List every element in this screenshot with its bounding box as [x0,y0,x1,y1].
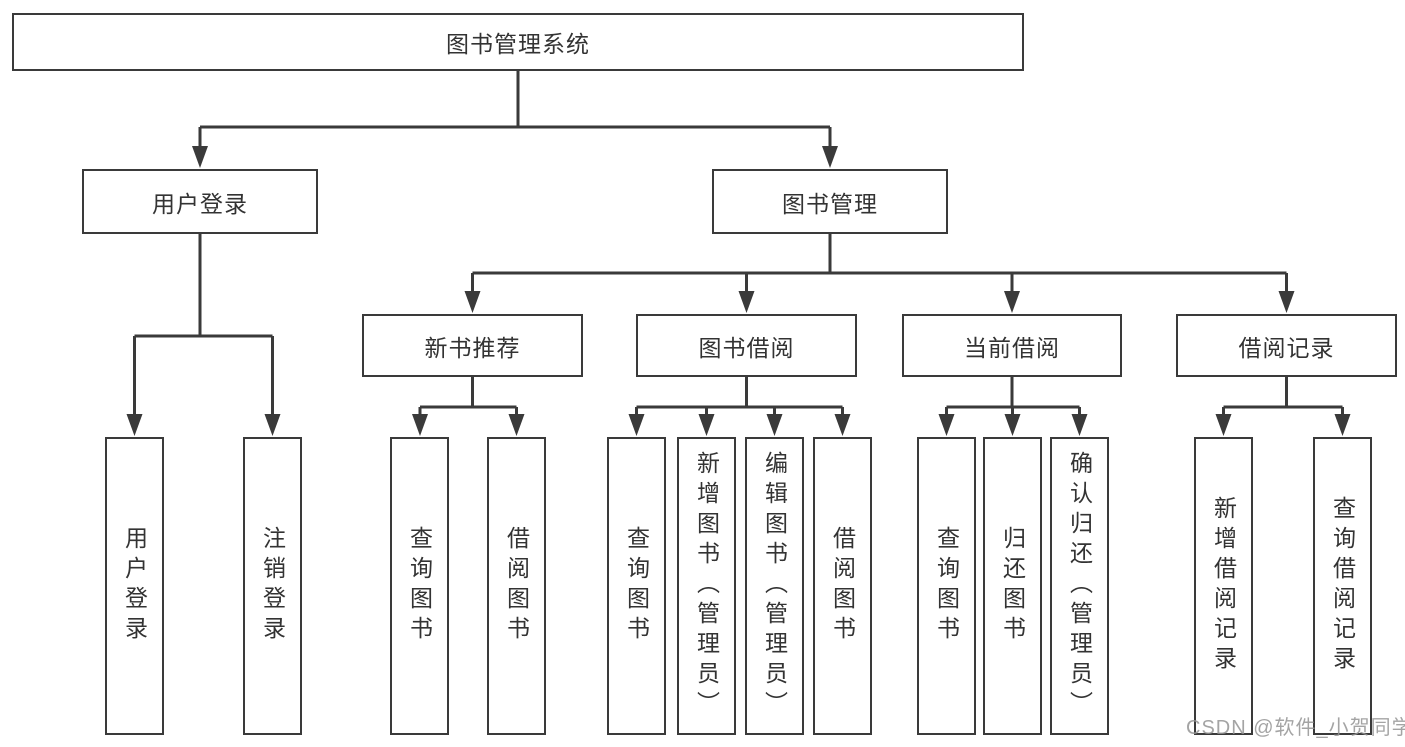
arrowheads [126,146,1351,436]
node-borrowing-records: 借阅记录 [1176,314,1397,377]
node-label: 新增图书（管理员） [693,451,720,721]
node-label: 编辑图书（管理员） [761,451,788,721]
csdn-watermark: CSDN @软件_小贺同学 [1186,717,1405,739]
node-label: 借阅记录 [1238,334,1335,361]
node-leaf-confirm-return-admin: 确认归还（管理员） [1050,437,1109,735]
node-label: 确认归还（管理员） [1066,451,1093,721]
node-leaf-query-borrow-record: 查询借阅记录 [1313,437,1372,735]
node-leaf-query-books-recommend: 查询图书 [390,437,449,735]
node-label: 借阅图书 [503,526,530,646]
connector-strokes [133,70,1344,418]
node-label: 查询图书 [406,526,433,646]
node-label: 图书借阅 [698,334,795,361]
node-label: 用户登录 [121,526,148,646]
node-book-borrowing: 图书借阅 [636,314,857,377]
node-leaf-borrow-books-recommend: 借阅图书 [487,437,546,735]
node-new-book-recommend: 新书推荐 [362,314,583,377]
node-label: 借阅图书 [829,526,856,646]
node-leaf-query-books-current: 查询图书 [917,437,976,735]
node-leaf-query-books-borrowing: 查询图书 [607,437,666,735]
node-leaf-user-login: 用户登录 [105,437,164,735]
node-label: 用户登录 [152,190,248,217]
node-label: 注销登录 [259,526,286,646]
node-book-management: 图书管理 [712,169,948,234]
node-label: 新书推荐 [424,334,521,361]
node-label: 查询图书 [623,526,650,646]
node-leaf-borrow-books-borrowing: 借阅图书 [813,437,872,735]
node-leaf-edit-books-admin: 编辑图书（管理员） [745,437,804,735]
node-label: 新增借阅记录 [1210,496,1237,676]
node-label: 查询借阅记录 [1329,496,1356,676]
node-label: 查询图书 [933,526,960,646]
node-leaf-add-borrow-record: 新增借阅记录 [1194,437,1253,735]
node-leaf-return-books: 归还图书 [983,437,1042,735]
node-label: 图书管理 [782,190,878,217]
node-current-borrowing: 当前借阅 [902,314,1122,377]
node-user-login: 用户登录 [82,169,318,234]
node-leaf-logout: 注销登录 [243,437,302,735]
node-library-system: 图书管理系统 [12,13,1024,71]
node-label: 归还图书 [999,526,1026,646]
node-label: 图书管理系统 [446,31,590,57]
node-leaf-add-books-admin: 新增图书（管理员） [677,437,736,735]
node-label: 当前借阅 [964,334,1060,361]
